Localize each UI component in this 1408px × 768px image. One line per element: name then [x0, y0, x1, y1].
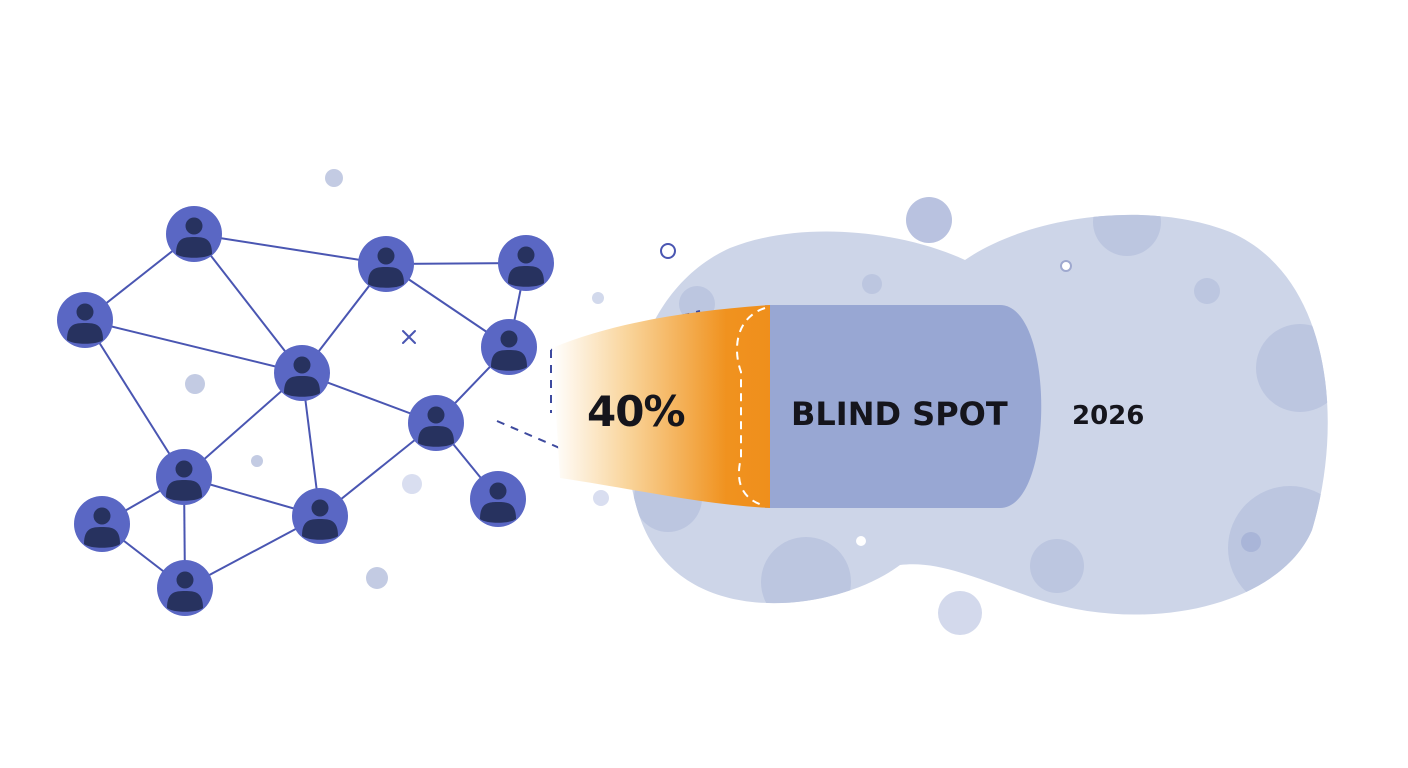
- dot: [938, 591, 982, 635]
- person-body: [508, 266, 544, 287]
- year-label: 2026: [1072, 401, 1144, 431]
- percent-label: 40%: [587, 387, 685, 436]
- segment-divider: [735, 307, 766, 506]
- blob-spot: [862, 274, 882, 294]
- decorative-dots: [185, 169, 1072, 635]
- person-icon: [84, 507, 120, 548]
- network-node: [166, 206, 222, 262]
- person-body: [167, 591, 203, 612]
- person-icon: [491, 330, 527, 371]
- person-icon: [167, 571, 203, 612]
- network-nodes: [57, 206, 554, 616]
- dot: [325, 169, 343, 187]
- person-icon: [67, 303, 103, 344]
- blob-spot: [1030, 539, 1084, 593]
- network-node: [274, 345, 330, 401]
- person-body: [176, 237, 212, 258]
- person-body: [84, 527, 120, 548]
- person-icon: [302, 499, 338, 540]
- dot: [592, 292, 604, 304]
- person-head: [293, 356, 311, 374]
- network-node: [481, 319, 537, 375]
- person-head: [427, 406, 445, 424]
- person-icon: [480, 482, 516, 523]
- blob-spot: [761, 537, 851, 615]
- person-body: [418, 426, 454, 447]
- network-edge: [84, 319, 303, 374]
- blob-spot: [1241, 532, 1261, 552]
- person-body: [67, 323, 103, 344]
- person-head: [175, 460, 193, 478]
- network-node: [408, 395, 464, 451]
- dot: [906, 197, 952, 243]
- person-body: [368, 267, 404, 288]
- blob-spot: [1093, 214, 1161, 256]
- network-node: [358, 236, 414, 292]
- dot: [856, 536, 866, 546]
- network-node: [156, 449, 212, 505]
- dot: [185, 374, 205, 394]
- capsule-body: [765, 305, 1042, 508]
- network-node: [498, 235, 554, 291]
- person-head: [76, 303, 94, 321]
- network-edge: [193, 233, 303, 374]
- person-body: [284, 376, 320, 397]
- person-body: [166, 480, 202, 501]
- person-head: [311, 499, 329, 517]
- person-icon: [508, 246, 544, 287]
- person-icon: [368, 247, 404, 288]
- close-icon: [402, 330, 416, 344]
- blob-spot: [1256, 324, 1328, 412]
- person-body: [491, 350, 527, 371]
- network-node: [470, 471, 526, 527]
- dot: [593, 490, 609, 506]
- dot: [402, 474, 422, 494]
- person-icon: [176, 217, 212, 258]
- network-edge: [84, 319, 185, 478]
- network-node: [292, 488, 348, 544]
- network-edge: [193, 233, 387, 265]
- person-head: [176, 571, 194, 589]
- person-body: [302, 519, 338, 540]
- person-head: [500, 330, 518, 348]
- network-node: [74, 496, 130, 552]
- percent-segment: [552, 305, 770, 508]
- person-icon: [284, 356, 320, 397]
- network-node: [57, 292, 113, 348]
- person-head: [517, 246, 535, 264]
- blob-spot: [1194, 278, 1220, 304]
- person-body: [480, 502, 516, 523]
- highlight-capsule: 40% BLIND SPOT 2026: [552, 305, 1144, 508]
- ring-dot: [660, 243, 676, 259]
- person-icon: [166, 460, 202, 501]
- dot: [366, 567, 388, 589]
- person-icon: [418, 406, 454, 447]
- person-head: [377, 247, 395, 265]
- blind-spot-label: BLIND SPOT: [791, 395, 1008, 433]
- person-head: [93, 507, 111, 525]
- network-node: [157, 560, 213, 616]
- person-head: [185, 217, 203, 235]
- person-head: [489, 482, 507, 500]
- dot: [251, 455, 263, 467]
- ring-dot: [1060, 260, 1072, 272]
